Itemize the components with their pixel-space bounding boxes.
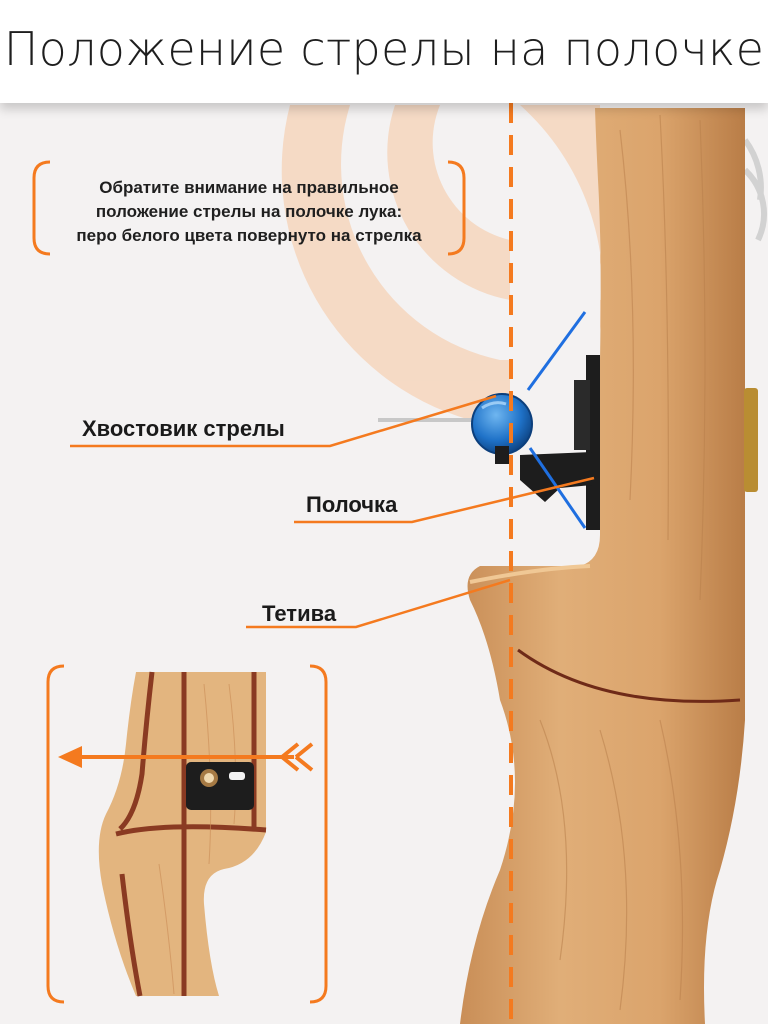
brass-bushing — [744, 388, 758, 492]
arrow-left-icon — [58, 742, 314, 772]
note-text: Обратите внимание на правильное положени… — [30, 176, 468, 248]
target-ring-grey — [742, 138, 767, 242]
bow-riser — [460, 108, 745, 1024]
note-line: перо белого цвета повернуто на стрелка — [76, 226, 422, 245]
header-bar: Положение стрелы на полочке — [0, 0, 768, 103]
arrow-nock — [471, 393, 533, 464]
note-line: Обратите внимание на правильное — [99, 178, 399, 197]
note-line: положение стрелы на полочке лука: — [95, 202, 403, 221]
inset-arrow-rest — [186, 762, 254, 810]
riser-inset — [44, 664, 330, 1004]
arrow-rest — [520, 355, 600, 530]
page-title: Положение стрелы на полочке — [3, 22, 765, 76]
riser-inset-drawing — [46, 664, 328, 1004]
label-arrow-rest: Полочка — [306, 492, 398, 517]
label-bowstring: Тетива — [262, 601, 337, 626]
info-note: Обратите внимание на правильное положени… — [30, 160, 468, 256]
leader-lines — [70, 394, 595, 629]
target-rings-icon — [281, 105, 605, 420]
label-arrow-nock: Хвостовик стрелы — [82, 416, 285, 441]
note-brackets — [32, 160, 466, 256]
